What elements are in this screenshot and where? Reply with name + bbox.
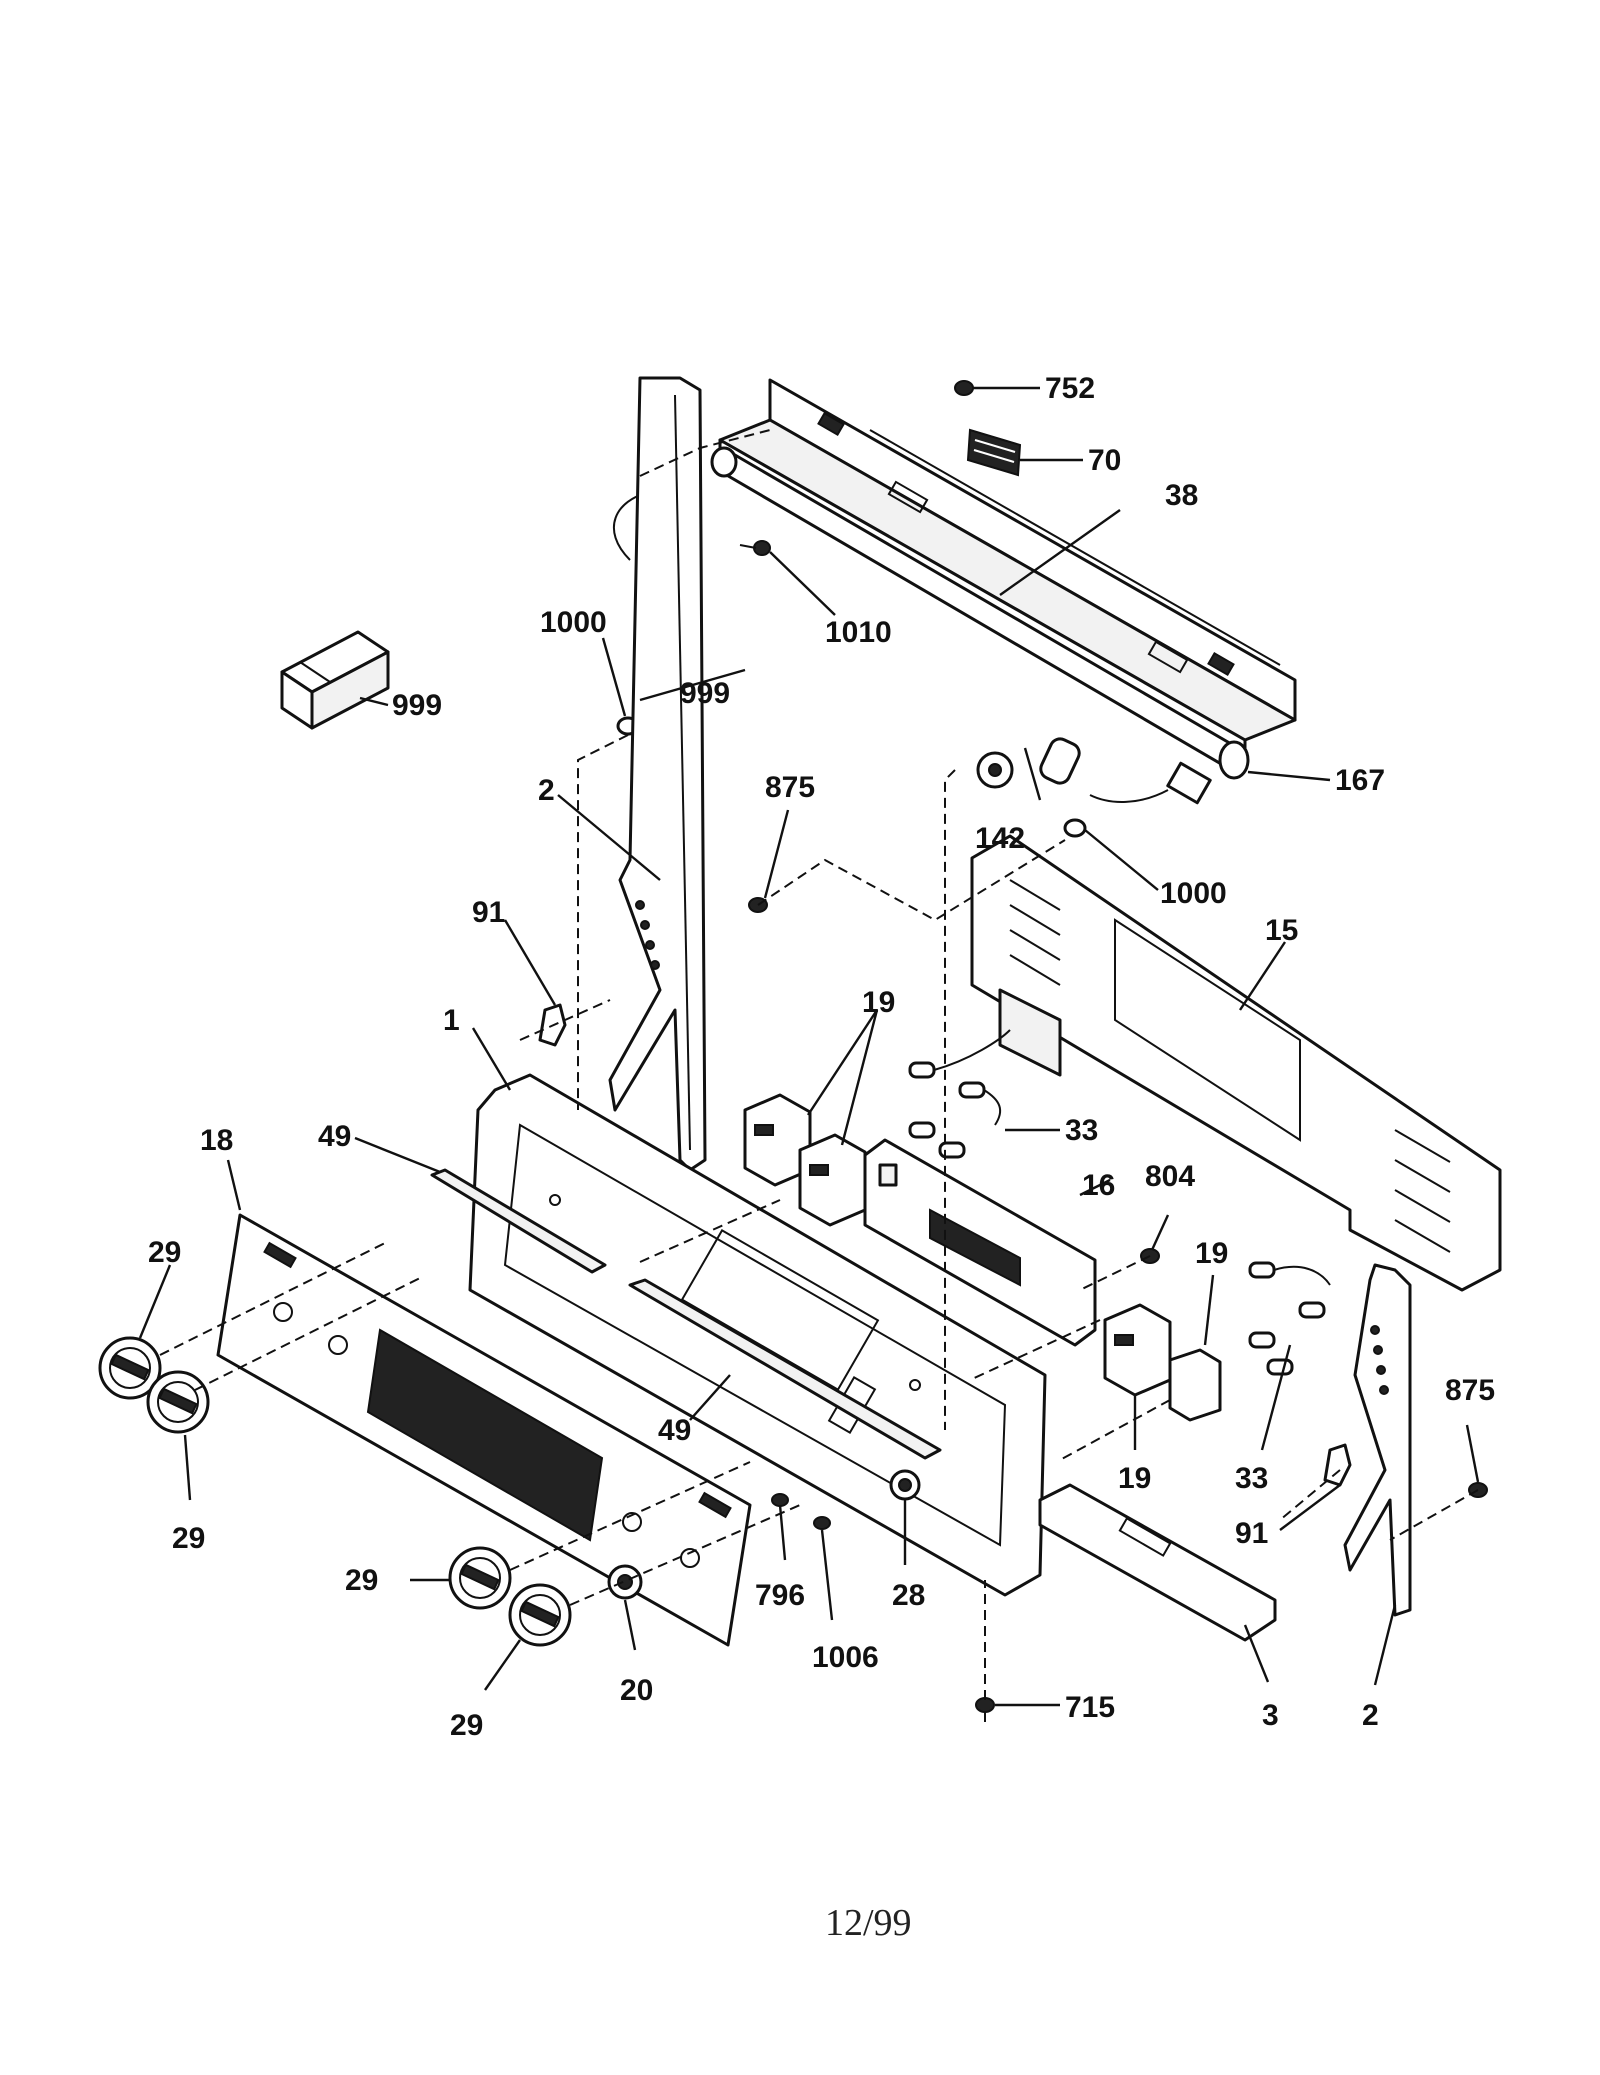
part-49-rail-upper [430,1168,607,1274]
label-3: 3 [1262,1699,1279,1732]
label-70: 70 [1088,444,1121,477]
part-16-display-board [863,1138,1097,1347]
part-29-knob-2 [146,1370,210,1434]
label-875-top: 875 [765,771,815,804]
part-70-vent-plate [966,428,1022,477]
label-29-bottom-1: 29 [345,1564,378,1597]
label-49-lower: 49 [658,1414,691,1447]
part-labels: 752 70 38 1010 1000 999 999 167 142 875 … [148,372,1495,1742]
label-28: 28 [892,1579,925,1612]
label-1000-right: 1000 [1160,877,1227,910]
part-18-control-panel-face [216,1213,752,1647]
part-2-right-end-bracket [1343,1263,1412,1617]
label-33-upper: 33 [1065,1114,1098,1147]
part-1-control-panel-frame [468,1073,1047,1597]
leader-lines [138,386,1480,1707]
part-91-clip-right [1323,1443,1352,1487]
part-49-rail-lower [628,1278,942,1460]
part-38-vent-trim [718,378,1297,762]
part-19-switch-b [798,1133,867,1227]
label-20: 20 [620,1674,653,1707]
label-19-right: 19 [1195,1237,1228,1270]
screw-1010 [739,540,771,556]
part-2-left-end-bracket [608,376,707,1172]
label-91-left: 91 [472,896,505,929]
label-1: 1 [443,1004,460,1037]
label-167: 167 [1335,764,1385,797]
part-142-starter [976,737,1081,789]
lamp-socket-right [1089,761,1212,805]
page-date: 12/99 [825,1902,912,1944]
label-999-box: 999 [392,689,442,722]
label-19-upper: 19 [862,986,895,1019]
label-15: 15 [1265,914,1298,947]
part-19-switch-c [1103,1303,1172,1397]
part-15-rear-panel [970,834,1502,1292]
screw-1000-right [1063,818,1087,838]
label-1000-top: 1000 [540,606,607,639]
label-2-right: 2 [1362,1699,1379,1732]
screw-715 [975,1697,995,1722]
label-796: 796 [755,1579,805,1612]
label-804: 804 [1145,1160,1195,1193]
part-33-leads-lower [1248,1261,1331,1376]
label-49-upper: 49 [318,1120,351,1153]
part-29-knob-3 [448,1546,512,1610]
label-18: 18 [200,1124,233,1157]
label-999-wire: 999 [680,677,730,710]
part-20-indicator [607,1564,643,1600]
part-3-bottom-trim [1038,1483,1277,1642]
screw-796 [771,1493,789,1507]
label-91-right: 91 [1235,1517,1268,1550]
label-2-left: 2 [538,774,555,807]
label-1006: 1006 [812,1641,879,1674]
label-142: 142 [975,822,1025,855]
label-16: 16 [1082,1169,1115,1202]
label-752: 752 [1045,372,1095,405]
label-29-bottom-2: 29 [450,1709,483,1742]
part-167-lamp-tube [710,446,1250,780]
label-29-left: 29 [172,1522,205,1555]
part-29-knob-4 [508,1583,572,1647]
label-875-right: 875 [1445,1374,1495,1407]
part-19-switch-d [1168,1348,1222,1422]
part-28-lens [889,1469,921,1501]
label-19-lower: 19 [1118,1462,1151,1495]
label-1010: 1010 [825,616,892,649]
part-29-knob-1 [98,1336,162,1400]
screw-752 [954,380,974,396]
label-33-lower: 33 [1235,1462,1268,1495]
assembly-lines [159,429,1479,1700]
part-999-box [280,630,390,730]
part-33-leads-upper [908,1029,1011,1159]
label-715: 715 [1065,1691,1115,1724]
label-29-top-left: 29 [148,1236,181,1269]
label-38: 38 [1165,479,1198,512]
screw-1006 [813,1516,831,1530]
